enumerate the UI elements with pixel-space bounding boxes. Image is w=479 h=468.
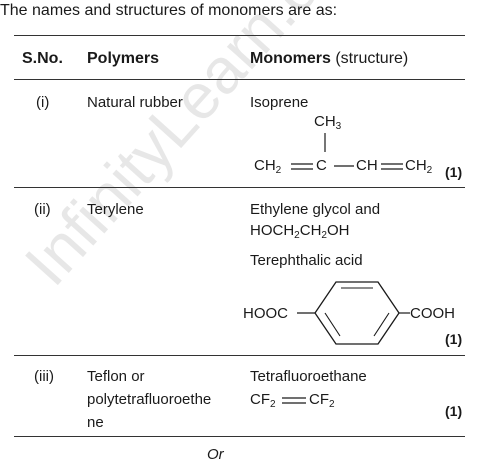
isoprene-ch2-right: CH2 (405, 157, 433, 176)
isoprene-c: C (316, 157, 327, 174)
row2-sno: (ii) (34, 201, 51, 218)
row1-sno: (i) (36, 94, 50, 111)
row2-polymer: Terylene (87, 201, 144, 218)
terephthalic-cooh: COOH (410, 305, 455, 322)
terephthalic-hooc: HOOC (243, 305, 288, 322)
row3-monomer-name: Tetrafluoroethane (250, 368, 367, 385)
row1-marks: (1) (445, 164, 463, 180)
row2-marks: (1) (445, 331, 463, 347)
row1-polymer: Natural rubber (87, 94, 183, 111)
row1-monomer-name: Isoprene (250, 94, 309, 111)
header-monomers-bold: Monomers (250, 50, 331, 67)
row3-sno: (iii) (34, 368, 54, 385)
table-top-rule (14, 35, 465, 36)
row3-polymer-line2: polytetrafluoroethe (87, 391, 212, 408)
header-rule (14, 79, 465, 80)
row2-monomer-line3: Terephthalic acid (250, 252, 363, 269)
isoprene-ch2-left: CH2 (254, 157, 282, 176)
header-sno: S.No. (22, 50, 63, 67)
header-monomers: Monomers (structure) (250, 50, 408, 68)
isoprene-ch3: CH3 (314, 113, 342, 132)
tfe-formula-right: CF2 (309, 391, 335, 410)
header-polymers: Polymers (87, 50, 160, 67)
benzene-inner-bond-right (373, 312, 390, 337)
row2-rule (14, 355, 465, 356)
footer-or: Or (207, 446, 224, 463)
table-bottom-rule (14, 436, 465, 437)
row3-marks: (1) (445, 403, 463, 419)
isoprene-ch: CH (356, 157, 378, 174)
row3-polymer-line1: Teflon or (87, 368, 145, 385)
benzene-inner-bond-left (324, 312, 341, 337)
intro-text: The names and structures of monomers are… (0, 2, 338, 19)
tfe-formula-left: CF2 (250, 391, 276, 410)
row3-polymer-line3: ne (87, 414, 104, 431)
header-monomers-rest: (structure) (330, 50, 409, 67)
row1-rule (14, 187, 465, 188)
row2-monomer-line1: Ethylene glycol and (250, 201, 381, 218)
row2-monomer-line2: HOCH2CH2OH (250, 222, 350, 241)
